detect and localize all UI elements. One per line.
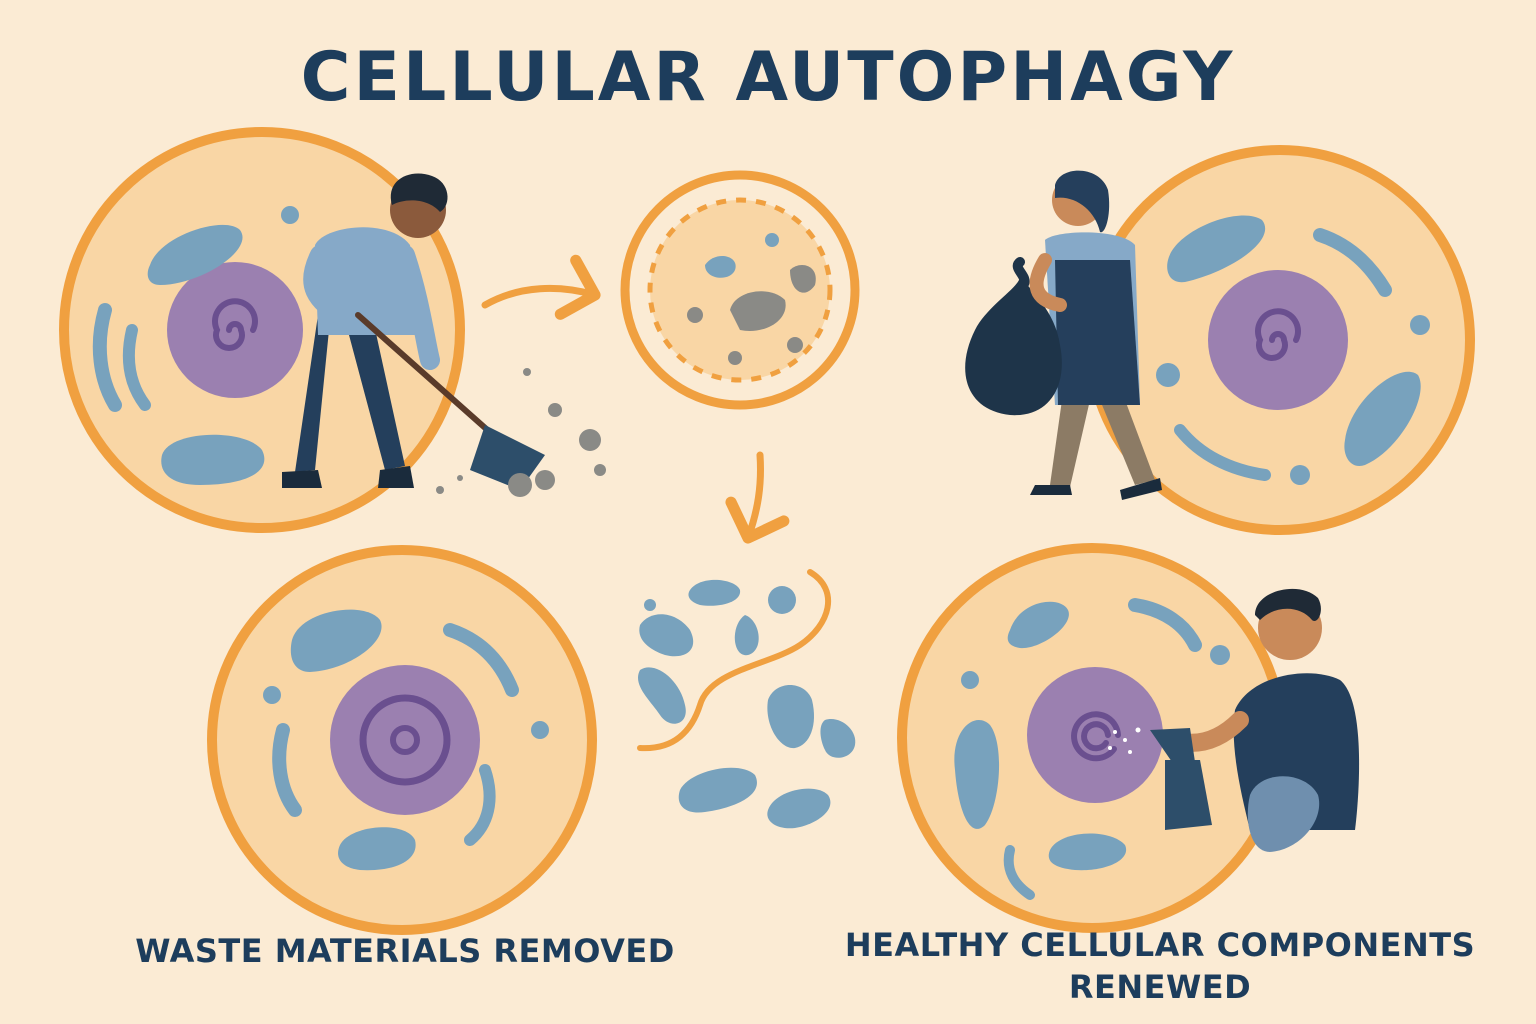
cell-clean: [207, 545, 597, 935]
recycled-component: [820, 719, 856, 758]
nucleus-spiral: [1071, 711, 1121, 762]
recycled-component: [644, 599, 656, 611]
caption-waste-removed: WASTE MATERIALS REMOVED: [135, 932, 675, 970]
debris-fragment: [787, 337, 803, 353]
mitochondrion: [338, 827, 416, 871]
mitochondrion: [1167, 215, 1266, 283]
er-membrane: [92, 303, 122, 412]
caption-components-renewed-line2: RENEWED: [1068, 968, 1252, 1006]
er-membrane: [464, 764, 496, 846]
nucleus-spiral: [1255, 308, 1301, 361]
debris-pile: [436, 368, 606, 497]
recycled-components: [637, 569, 856, 829]
nucleus: [167, 262, 303, 398]
debris-fragment: [687, 307, 703, 323]
cleaning-cloth: [1247, 776, 1320, 852]
cell-renewed: [1085, 145, 1475, 535]
arrow-to-autophagosome: [481, 254, 601, 320]
organelle-fragment: [765, 233, 779, 247]
er-membrane: [1128, 598, 1202, 652]
recycled-component: [639, 614, 694, 657]
debris-fragment: [730, 291, 786, 331]
vesicle: [1156, 363, 1180, 387]
mitochondrion: [1344, 371, 1421, 466]
autophagosome: [620, 170, 860, 410]
er-membrane: [443, 623, 519, 697]
recycled-component: [688, 579, 741, 606]
er-membrane: [272, 723, 302, 817]
nucleus: [1208, 270, 1348, 410]
recycled-component: [678, 767, 757, 813]
recycled-component: [767, 788, 831, 829]
recycled-component: [638, 667, 686, 724]
debris-fragment: [728, 351, 742, 365]
membrane-strand: [637, 569, 831, 752]
debris-fragment: [790, 265, 816, 293]
vesicle: [961, 671, 979, 689]
vesicle: [1290, 465, 1310, 485]
er-membrane: [122, 324, 151, 411]
mitochondrion: [147, 224, 243, 285]
person-carrying-trash: [965, 170, 1162, 500]
nucleus: [330, 665, 480, 815]
cell-healthy: [897, 543, 1287, 933]
vesicle: [263, 686, 281, 704]
er-membrane: [1003, 845, 1035, 900]
person-sweeping: [282, 173, 545, 490]
vesicle: [281, 206, 299, 224]
er-membrane: [1313, 228, 1392, 297]
vesicle: [1410, 315, 1430, 335]
person-cleaning: [1108, 588, 1360, 852]
mitochondrion: [1007, 601, 1069, 649]
spray-mist: [1108, 727, 1141, 754]
vesicle: [531, 721, 549, 739]
arrow-to-breakdown: [725, 451, 790, 544]
mitochondrion: [161, 434, 265, 485]
nucleus-spiral: [212, 298, 258, 351]
caption-components-renewed-line1: HEALTHY CELLULAR COMPONENTS: [844, 926, 1476, 964]
er-membrane: [1174, 424, 1271, 481]
recycled-component: [734, 615, 759, 656]
mitochondrion: [290, 609, 382, 672]
organelle-fragment: [705, 255, 736, 278]
recycled-component: [768, 586, 796, 614]
recycled-component: [767, 685, 815, 749]
caption-components-renewed: HEALTHY CELLULAR COMPONENTS RENEWED: [830, 924, 1490, 1008]
diagram-title: CELLULAR AUTOPHAGY: [300, 38, 1236, 117]
vesicle: [1210, 645, 1230, 665]
mitochondrion: [954, 720, 1000, 829]
nucleus: [1027, 667, 1163, 803]
mitochondrion: [1048, 833, 1127, 871]
spray-bottle: [1165, 760, 1212, 830]
